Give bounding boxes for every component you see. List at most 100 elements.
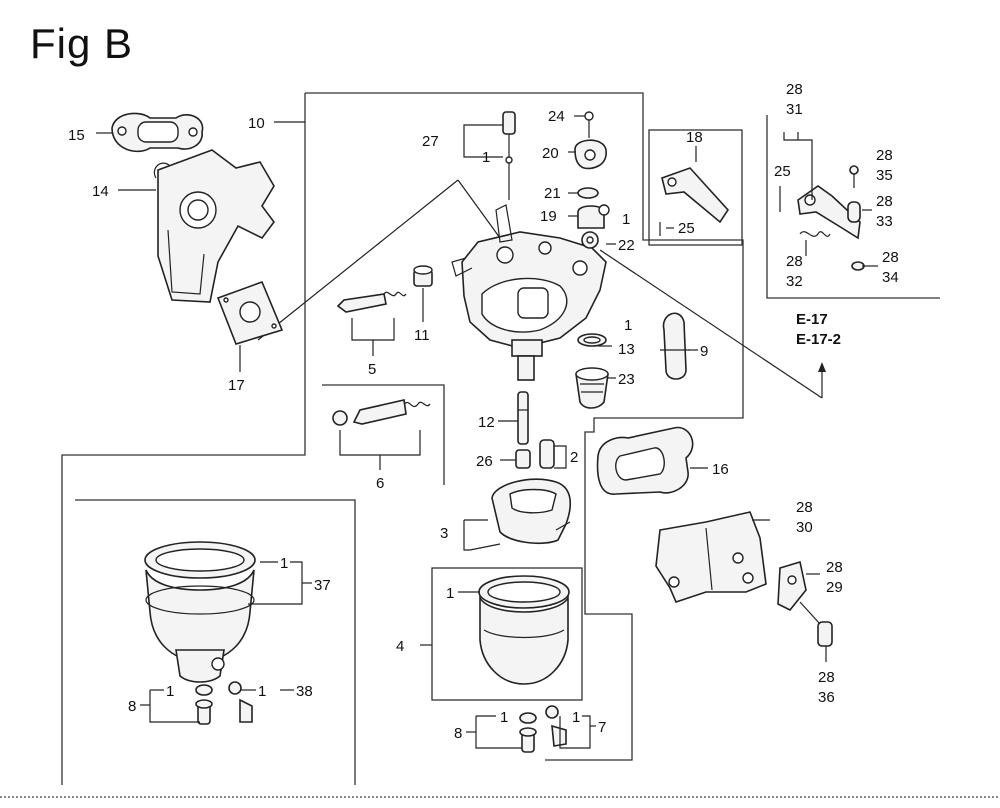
callout-14: 14 [92,183,109,200]
callout-28-kit35: 28 [876,147,893,164]
callout-25-kit18: 25 [678,220,695,237]
callout-38: 38 [296,683,313,700]
bracket-30 [655,511,767,603]
callout-13: 13 [618,341,635,358]
callout-35: 35 [876,167,893,184]
callout-27: 27 [422,133,439,150]
callout-15: 15 [68,127,85,144]
oring-22 [581,231,599,249]
reference-e17-2: E-17-2 [796,331,841,348]
callout-6: 6 [376,475,384,492]
callout-2: 2 [570,449,578,466]
callout-4: 4 [396,638,404,655]
callout-22: 22 [618,237,635,254]
kit-6-frame [322,384,445,485]
callout-19: 19 [540,208,557,225]
main-assembly-frame [305,92,744,761]
jet-11 [413,265,433,287]
needle-12 [517,391,529,445]
leader-lines [96,115,878,749]
throttle-stop-screw-6 [332,399,431,426]
insulator-bracket-14 [153,149,275,303]
choke-lever-18 [659,167,730,236]
jet-2 [539,439,555,469]
callout-1-drain-right: 1 [572,709,580,726]
callout-31: 31 [786,101,803,118]
callout-28-kit31: 28 [786,81,803,98]
callout-37: 37 [314,577,331,594]
callout-3: 3 [440,525,448,542]
callout-28-kit32: 28 [786,253,803,270]
gasket-9 [660,312,690,380]
bracket-20 [574,139,607,170]
assembly-10-outline [61,93,306,785]
callout-18: 18 [686,129,703,146]
kit-28-frame [766,115,940,299]
callout-8-left: 8 [128,698,136,715]
callout-26: 26 [476,453,493,470]
gasket-17 [216,280,284,345]
drain-screw-38 [228,681,253,723]
callout-28-kit33: 28 [876,193,893,210]
callout-1-washer-left: 1 [166,683,174,700]
callout-1-oring: 1 [624,317,632,334]
leader-17 [257,179,459,341]
callout-5: 5 [368,361,376,378]
callout-24: 24 [548,108,565,125]
float-bowl-4 [478,575,570,685]
callout-21: 21 [544,185,561,202]
kit-37-frame [75,499,356,785]
drain-screw-7 [545,705,567,747]
bottom-border [0,796,1000,798]
callout-28-kit34: 28 [882,249,899,266]
screw-36 [799,601,833,647]
figure-title: Fig B [30,20,134,67]
bowl-group-frame [431,567,583,701]
float-3 [491,478,572,545]
callout-10: 10 [248,115,265,132]
callout-28-kit29: 28 [826,559,843,576]
callout-17: 17 [228,377,245,394]
callout-1-bowl37: 1 [280,555,288,572]
leader-e17 [599,249,823,399]
callout-32: 32 [786,273,803,290]
callout-36: 36 [818,689,835,706]
float-bowl-37 [144,541,256,683]
carburetor-body [451,204,607,381]
callout-11: 11 [414,327,430,344]
lever-29 [777,560,807,612]
callout-7: 7 [598,719,606,736]
callout-12: 12 [478,414,495,431]
washer-8-right [519,712,537,753]
choke-assembly-31 [779,165,865,271]
callout-34: 34 [882,269,899,286]
float-valve-19 [577,204,610,229]
callout-28-kit36: 28 [818,669,835,686]
callout-33: 33 [876,213,893,230]
pin-24 [584,111,594,138]
screw-27 [502,111,516,200]
arrow-head-icon [818,362,826,372]
washer-21 [577,187,599,199]
callout-1-drain-left: 1 [258,683,266,700]
callout-28-kit30: 28 [796,499,813,516]
callout-25-kit28: 25 [774,163,791,180]
callout-29: 29 [826,579,843,596]
filter-cup-23 [575,367,609,409]
callout-1-bowl4: 1 [446,585,454,602]
oring-13 [577,333,607,347]
kit-18-frame [648,129,743,246]
callout-20: 20 [542,145,559,162]
jet-26 [515,449,531,469]
gasket-16 [596,426,694,495]
callout-16: 16 [712,461,729,478]
callout-1-top: 1 [482,149,490,166]
leader-17b [457,179,501,239]
callout-1-valve: 1 [622,211,630,228]
washer-8-left [195,684,213,725]
callout-8-right: 8 [454,725,462,742]
callout-23: 23 [618,371,635,388]
callout-30: 30 [796,519,813,536]
